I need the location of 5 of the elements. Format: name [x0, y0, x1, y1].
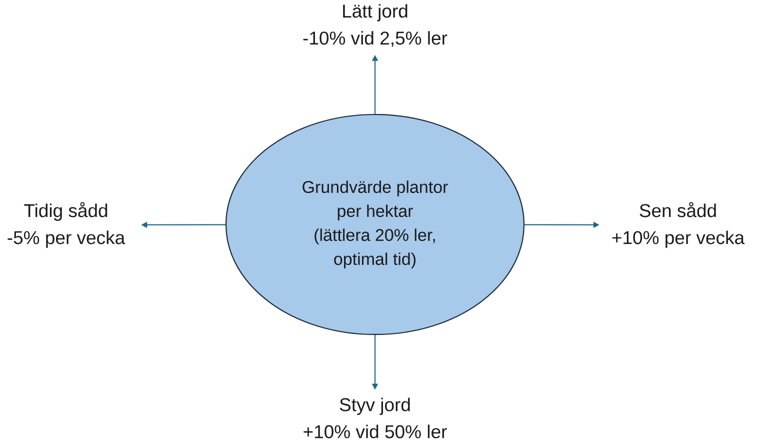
annotation-text: Styv jord +10% vid 50% ler [304, 398, 447, 438]
annotation-text: Lätt jord -10% vid 2,5% ler [303, 4, 448, 47]
annotation-text: Sen sådd +10% per vecka [612, 202, 745, 248]
annotation-text: Tidig sådd -5% per vecka [8, 202, 126, 248]
ellipse-node: Grundvärde plantor per hektar (lättlera 20% ler, optimal tid) [225, 114, 525, 336]
